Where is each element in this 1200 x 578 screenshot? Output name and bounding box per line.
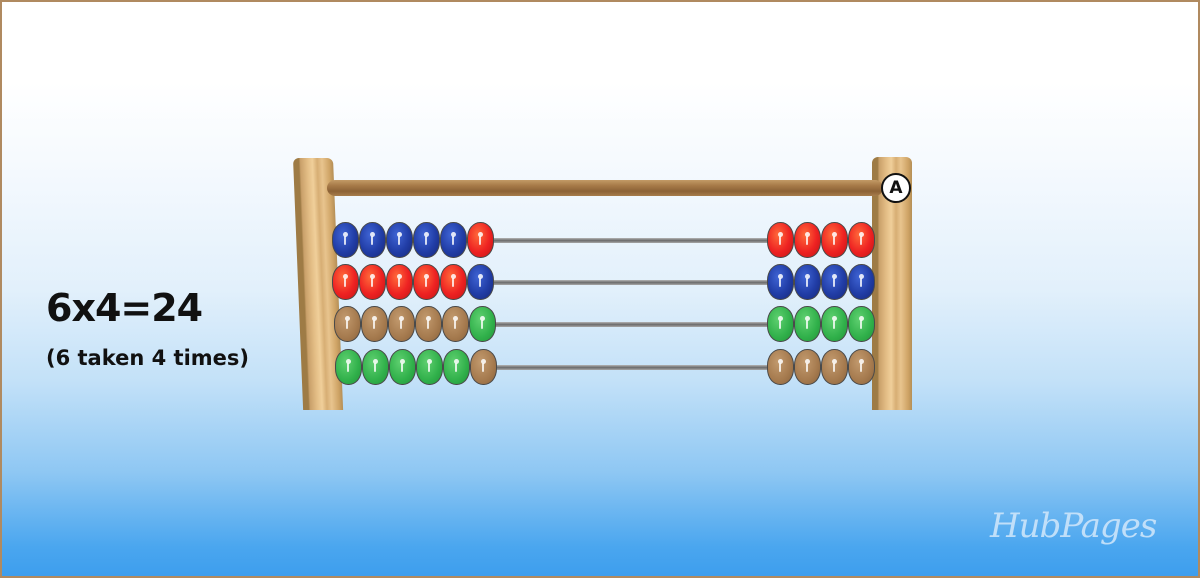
equation-text: 6x4=24	[46, 286, 203, 330]
bead-tan[interactable]	[442, 306, 469, 342]
bead-tan[interactable]	[470, 349, 497, 385]
bead-green[interactable]	[416, 349, 443, 385]
bead-red[interactable]	[332, 264, 359, 300]
abacus-rod	[332, 322, 878, 327]
bead-group-right	[767, 349, 875, 385]
bead-blue[interactable]	[413, 222, 440, 258]
hubpages-watermark: HubPages	[990, 506, 1157, 546]
bead-red[interactable]	[440, 264, 467, 300]
abacus-rod	[332, 365, 878, 370]
bead-red[interactable]	[821, 222, 848, 258]
bead-tan[interactable]	[821, 349, 848, 385]
bead-group-right	[767, 222, 875, 258]
abacus-label-badge: A	[881, 173, 911, 203]
equation-caption: (6 taken 4 times)	[46, 346, 250, 370]
bead-blue[interactable]	[767, 264, 794, 300]
bead-blue[interactable]	[467, 264, 494, 300]
bead-green[interactable]	[794, 306, 821, 342]
bead-green[interactable]	[821, 306, 848, 342]
bead-group-right	[767, 306, 875, 342]
bead-tan[interactable]	[388, 306, 415, 342]
bead-red[interactable]	[359, 264, 386, 300]
bead-red[interactable]	[386, 264, 413, 300]
bead-green[interactable]	[443, 349, 470, 385]
bead-tan[interactable]	[334, 306, 361, 342]
bead-tan[interactable]	[415, 306, 442, 342]
bead-blue[interactable]	[821, 264, 848, 300]
bead-group-left	[334, 306, 496, 342]
bead-group-left	[335, 349, 497, 385]
abacus-top-bar	[327, 180, 883, 196]
bead-blue[interactable]	[440, 222, 467, 258]
bead-red[interactable]	[794, 222, 821, 258]
bead-tan[interactable]	[767, 349, 794, 385]
bead-blue[interactable]	[794, 264, 821, 300]
bead-green[interactable]	[362, 349, 389, 385]
bead-group-left	[332, 264, 494, 300]
bead-red[interactable]	[848, 222, 875, 258]
bead-red[interactable]	[413, 264, 440, 300]
bead-red[interactable]	[467, 222, 494, 258]
bead-blue[interactable]	[848, 264, 875, 300]
abacus-rod	[332, 280, 878, 285]
bead-blue[interactable]	[386, 222, 413, 258]
bead-blue[interactable]	[332, 222, 359, 258]
bead-green[interactable]	[848, 306, 875, 342]
bead-blue[interactable]	[359, 222, 386, 258]
bead-tan[interactable]	[794, 349, 821, 385]
bead-tan[interactable]	[848, 349, 875, 385]
bead-green[interactable]	[469, 306, 496, 342]
bead-red[interactable]	[767, 222, 794, 258]
bead-green[interactable]	[767, 306, 794, 342]
bead-tan[interactable]	[361, 306, 388, 342]
bead-green[interactable]	[335, 349, 362, 385]
bead-green[interactable]	[389, 349, 416, 385]
abacus-rod	[332, 238, 878, 243]
bead-group-right	[767, 264, 875, 300]
bead-group-left	[332, 222, 494, 258]
